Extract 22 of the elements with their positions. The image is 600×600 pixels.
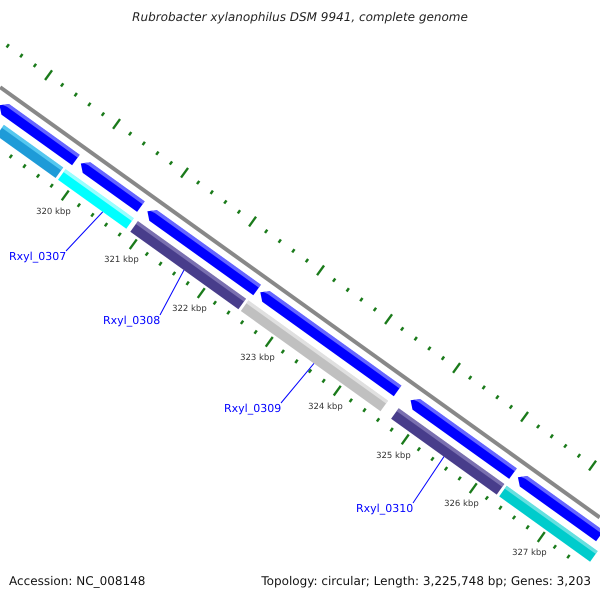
gene-label: Rxyl_0310 — [356, 502, 414, 515]
gene-label: Rxyl_0309 — [224, 402, 282, 415]
scale-label: 321 kbp — [104, 255, 139, 266]
scale-label: 324 kbp — [308, 402, 343, 412]
scale-label: 325 kbp — [376, 450, 411, 461]
gene-label: Rxyl_0307 — [9, 250, 66, 263]
leader-line — [66, 211, 104, 252]
leader-line — [280, 362, 314, 404]
scale-label: 326 kbp — [444, 499, 479, 510]
scale-label: 320 kbp — [36, 206, 71, 217]
gene-bar — [0, 124, 64, 178]
gene-bar — [391, 408, 504, 495]
gene-label: Rxyl_0308 — [103, 314, 160, 327]
scale-label: 323 kbp — [240, 353, 275, 364]
scale-label: 327 kbp — [512, 548, 547, 558]
accession-text: Accession: NC_008148 — [9, 574, 146, 588]
title: Rubrobacter xylanophilus DSM 9941, complete genome — [131, 10, 469, 24]
gene-bar — [499, 486, 598, 562]
genome-summary-text: Topology: circular; Length: 3,225,748 bp; Genes: 3,203 — [261, 574, 591, 588]
leader-line — [160, 270, 184, 316]
scale-label: 322 kbp — [172, 304, 207, 314]
leader-line — [412, 456, 444, 504]
